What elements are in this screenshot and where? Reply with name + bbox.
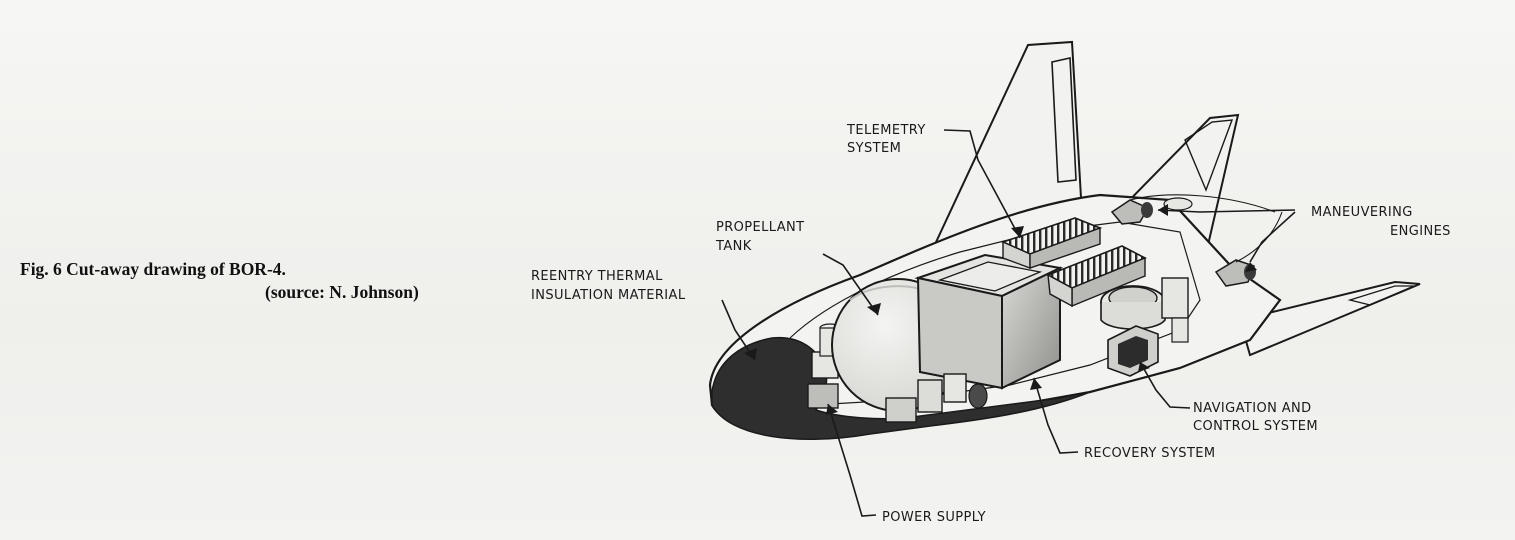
recovery-system-box-front: [916, 276, 1003, 390]
label-reentry-line2: INSULATION MATERIAL: [531, 288, 686, 303]
lower-box-2: [917, 379, 943, 413]
leader-lines: [721, 129, 1296, 517]
label-maneuvering-line1: MANEUVERING: [1311, 205, 1413, 220]
leader-recovery: [1033, 377, 1079, 454]
leader-reentry: [721, 299, 756, 361]
figure-caption-source: (source: N. Johnson): [265, 282, 419, 302]
upper-wing-tip: [1184, 119, 1234, 192]
leader-maneuvering-a: [1157, 209, 1296, 213]
leader-propellant: [822, 253, 879, 316]
tail-fin-rudder: [1051, 57, 1077, 183]
lower-wing: [1238, 280, 1421, 357]
leader-power: [827, 403, 877, 517]
figure-caption-title: Fig. 6 Cut-away drawing of BOR-4.: [20, 259, 286, 279]
label-navigation-line2: CONTROL SYSTEM: [1193, 419, 1319, 434]
leader-arrowheads: [744, 204, 1257, 415]
leader-navigation: [1139, 361, 1191, 409]
label-telemetry-line2: SYSTEM: [847, 141, 902, 156]
leader-maneuvering-b: [1249, 211, 1296, 263]
lower-wing-tip: [1347, 285, 1415, 306]
label-propellant-line1: PROPELLANT: [716, 220, 805, 235]
label-maneuvering-line2: ENGINES: [1390, 224, 1451, 239]
nav-side-box: [1161, 277, 1189, 319]
label-navigation-line1: NAVIGATION AND: [1193, 401, 1312, 416]
label-reentry-line1: REENTRY THERMAL: [531, 269, 663, 284]
label-power-supply: POWER SUPPLY: [882, 510, 987, 525]
telemetry-system: [1000, 217, 1147, 308]
leader-telemetry: [943, 129, 1021, 239]
label-telemetry-line1: TELEMETRY: [847, 123, 926, 138]
lower-box-1: [885, 397, 917, 423]
label-propellant-line2: TANK: [716, 239, 752, 254]
power-supply-unit: [807, 383, 839, 409]
label-recovery: RECOVERY SYSTEM: [1084, 446, 1216, 461]
recovery-system-box-side: [1001, 266, 1061, 390]
reentry-insulation-nose: [711, 336, 1091, 441]
